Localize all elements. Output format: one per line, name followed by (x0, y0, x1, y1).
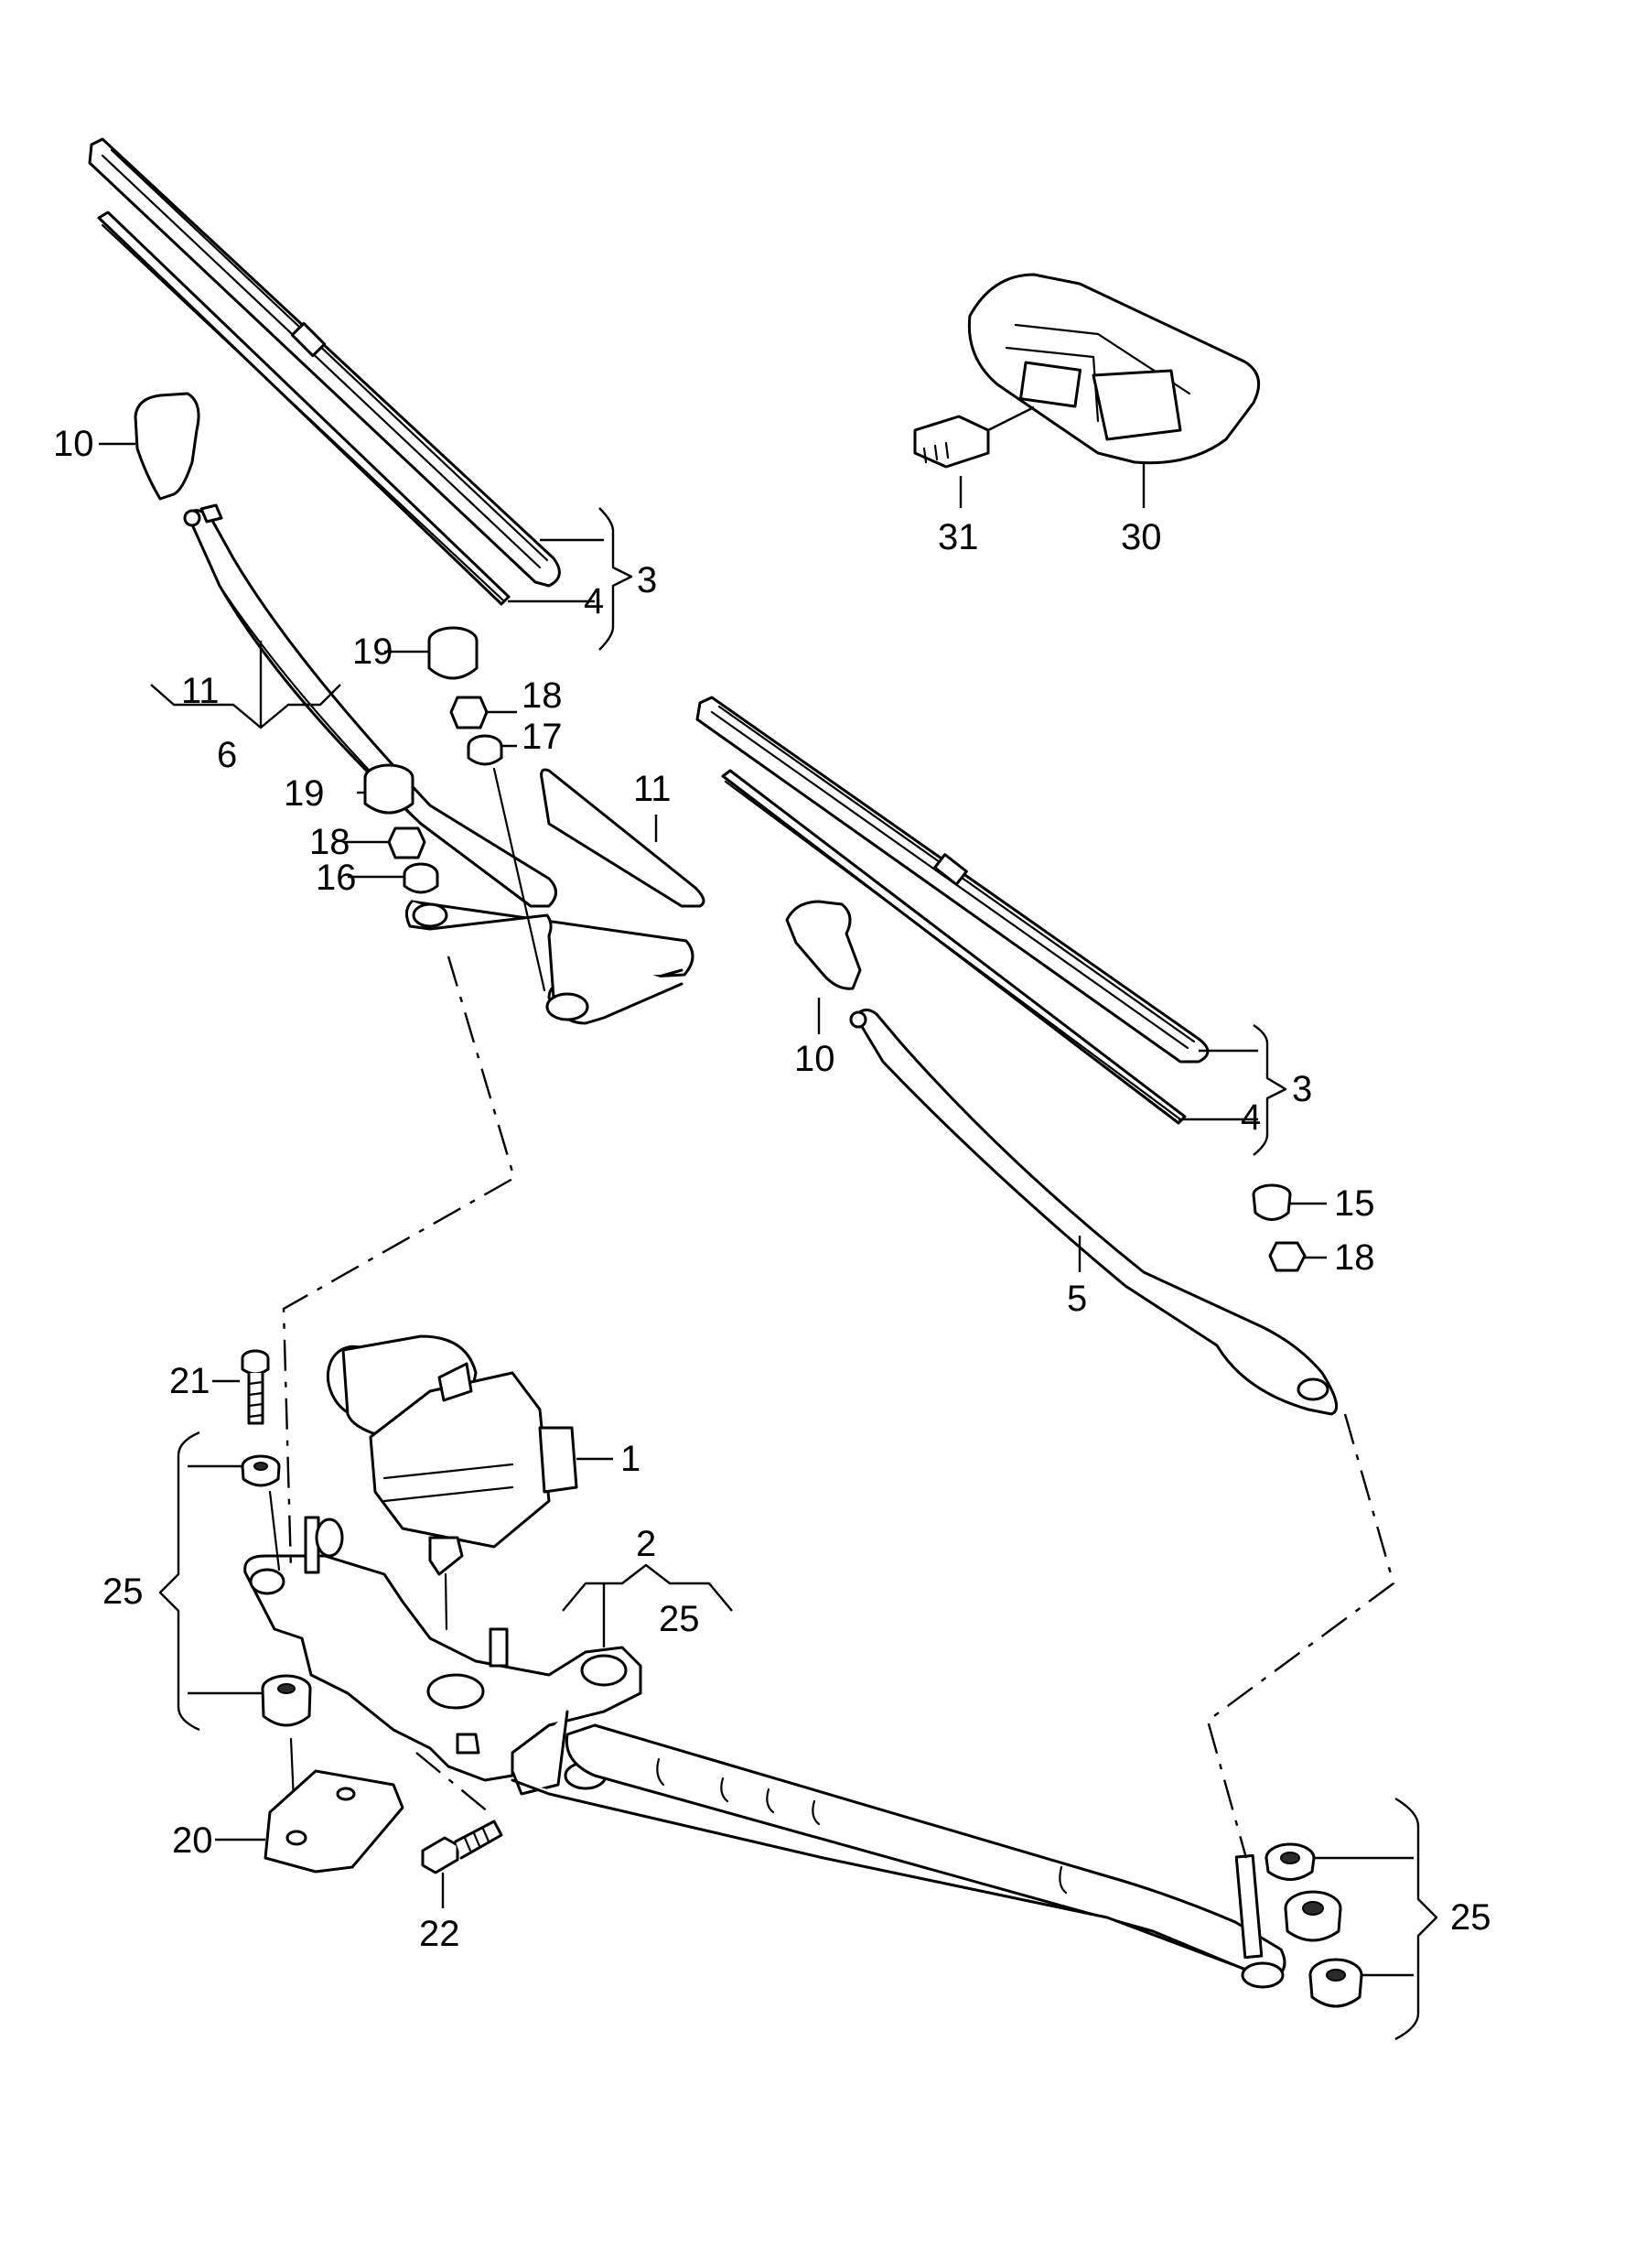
bushing-25-right-top (1264, 1842, 1316, 1881)
right-wiper-arm (849, 1009, 1339, 1416)
bracket-20 (264, 1769, 404, 1874)
callout-18-upper: 18 (522, 675, 563, 716)
washer-17 (467, 734, 503, 766)
nut-18-lower (387, 826, 426, 859)
callout-25-center: 25 (659, 1599, 700, 1639)
right-arm-cap (785, 900, 862, 990)
callout-17: 17 (522, 717, 563, 757)
callout-30: 30 (1121, 517, 1162, 557)
left-wiper-arm (183, 503, 557, 908)
callout-6: 6 (217, 735, 237, 775)
bushing-25-left-bottom (261, 1674, 312, 1727)
callout-25-right: 25 (1450, 1897, 1491, 1938)
callout-16: 16 (316, 858, 357, 898)
callout-21: 21 (169, 1361, 210, 1401)
callout-19-lower: 19 (284, 773, 325, 814)
callout-18-lower: 18 (309, 822, 350, 862)
assembly-line-right (1206, 1413, 1395, 1859)
right-wiper-blade (695, 696, 1210, 1125)
callout-1: 1 (620, 1439, 640, 1479)
push-rod (511, 1723, 1286, 1979)
bolt-21 (241, 1349, 270, 1425)
callout-4-right: 4 (1241, 1097, 1261, 1138)
bolt-22 (421, 1820, 503, 1874)
wiper-linkage-frame (243, 1516, 642, 1796)
callout-11-brace: 11 (181, 671, 220, 711)
wiper-motor (326, 1334, 578, 1631)
assembly-line-left (282, 956, 516, 1571)
wiper-control-unit (967, 273, 1261, 465)
assembly-line-bolt-22 (415, 1752, 495, 1818)
callout-20: 20 (172, 1820, 213, 1861)
callout-25-left: 25 (102, 1571, 144, 1612)
left-crank-plate (405, 900, 694, 1025)
bushing-25-left-top (241, 1454, 281, 1487)
callout-19-upper: 19 (352, 632, 393, 672)
bushing-25-right-bottom (1308, 1958, 1363, 2008)
cap-19-upper (427, 626, 479, 680)
callout-3-left: 3 (637, 560, 657, 600)
callout-4-left: 4 (584, 581, 604, 621)
nut-18-upper (449, 696, 489, 729)
connector-31 (913, 415, 990, 469)
left-arm-cap (134, 392, 200, 501)
callout-11-cover: 11 (633, 769, 672, 809)
callout-2: 2 (636, 1524, 656, 1564)
callout-10-right: 10 (794, 1039, 835, 1079)
nut-18-right (1268, 1241, 1307, 1272)
callout-3-right: 3 (1292, 1069, 1312, 1109)
callout-10-left: 10 (53, 424, 94, 464)
callout-5: 5 (1067, 1279, 1087, 1319)
callout-22: 22 (419, 1914, 460, 1954)
left-wiper-blade (88, 137, 561, 606)
cover-11 (540, 768, 705, 908)
callout-31: 31 (938, 517, 979, 557)
bushing-25-right-mid (1284, 1890, 1342, 1942)
cap-19-lower (363, 763, 414, 815)
callout-15: 15 (1334, 1183, 1375, 1224)
washer-16 (403, 862, 439, 894)
right-pivot-bearing (1234, 1853, 1285, 1989)
leaders (99, 442, 1438, 2041)
cap-15 (1252, 1183, 1292, 1221)
callout-18-right: 18 (1334, 1237, 1375, 1278)
